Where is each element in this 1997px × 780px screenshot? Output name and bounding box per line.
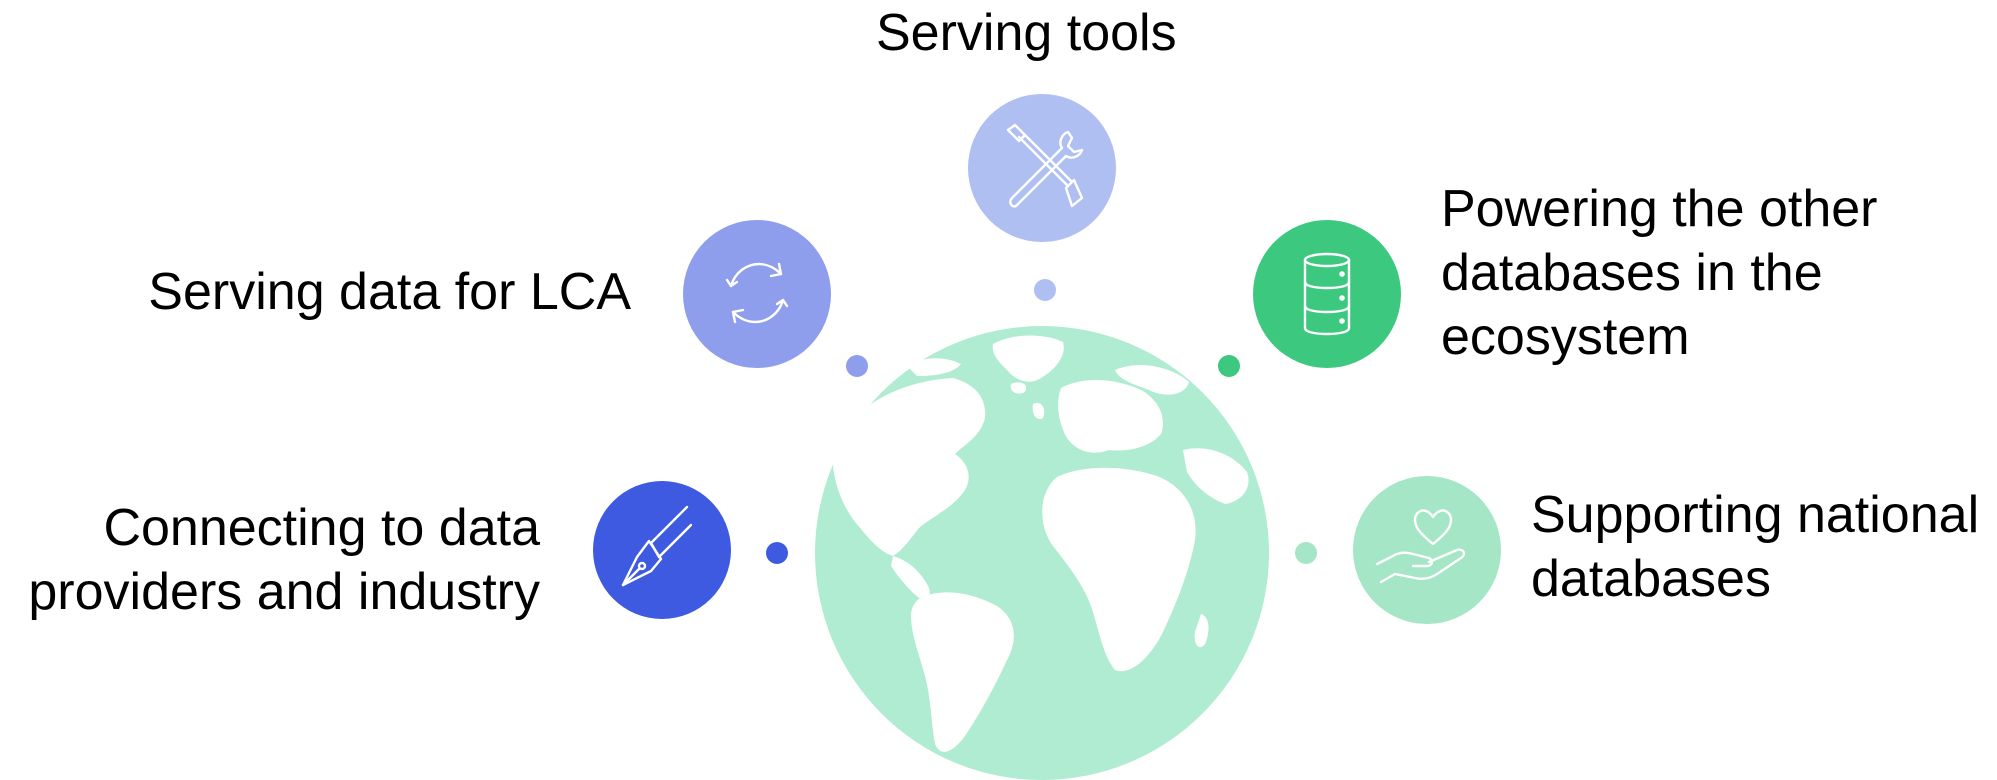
connecting-label: Connecting to data providers and industr…: [28, 499, 540, 621]
heart-in-hand-icon: [1375, 509, 1466, 584]
connector-dot-tools: [1034, 279, 1056, 301]
powering-circle: [1253, 220, 1401, 368]
connector-dot-lca: [846, 355, 868, 377]
wrench-screwdriver-icon: [1006, 123, 1084, 208]
database-icon: [1303, 252, 1351, 336]
refresh-cycle-icon: [725, 262, 789, 324]
connector-dot-powering: [1218, 355, 1240, 377]
globe-icon: [815, 326, 1269, 780]
supporting-circle: [1353, 476, 1501, 624]
tools-label: Serving tools: [876, 4, 1177, 62]
supporting-label: Supporting national databases: [1531, 486, 1980, 608]
lca-label: Serving data for LCA: [148, 263, 631, 321]
fountain-pen-icon: [621, 505, 693, 587]
lca-circle: [683, 220, 831, 368]
connector-dot-supporting: [1295, 542, 1317, 564]
tools-circle: [968, 94, 1116, 242]
connecting-circle: [593, 481, 731, 619]
powering-label: Powering the other databases in the ecos…: [1441, 180, 1878, 366]
connector-dot-connecting: [766, 542, 788, 564]
